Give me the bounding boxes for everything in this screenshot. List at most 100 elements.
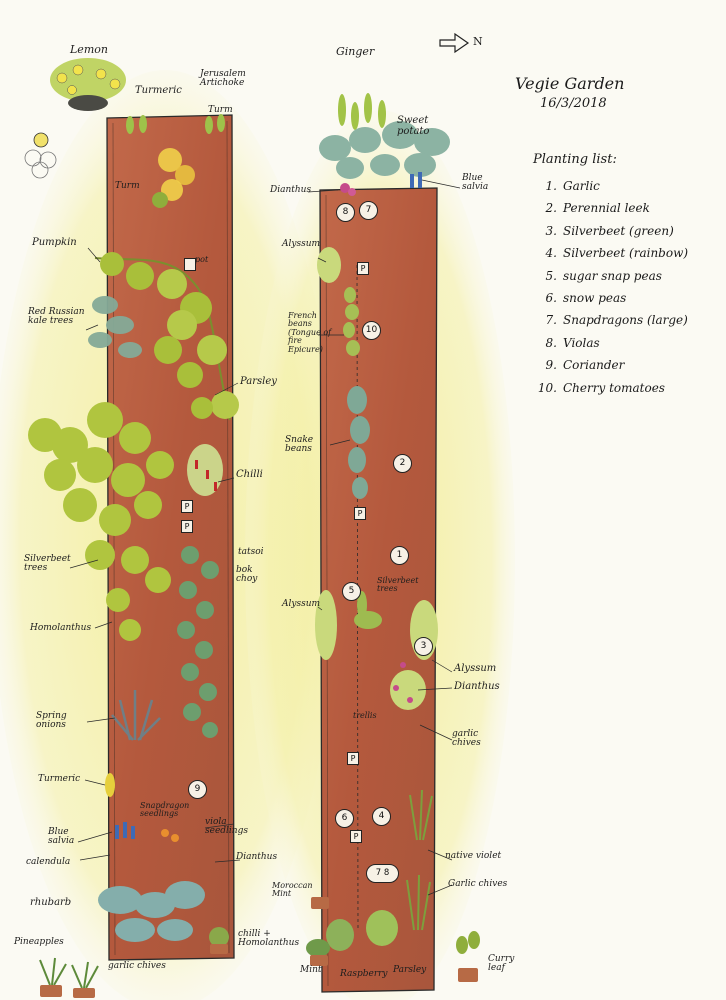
label-spring-onions: Spring onions	[36, 712, 78, 731]
marker-p: P	[354, 507, 366, 520]
label-sweet-potato: Sweet potato	[397, 116, 442, 137]
marker-pot	[184, 258, 196, 271]
label-raspberry: Raspberry	[340, 970, 388, 979]
marker-circle-6: 6	[335, 809, 354, 828]
label-blue-salvia-right: Blue salvia	[462, 174, 492, 193]
label-lemon: Lemon	[70, 44, 108, 56]
marker-circle-9: 9	[188, 780, 207, 799]
label-alyssum-mid: Alyssum	[282, 600, 320, 609]
list-item-number: 5.	[533, 265, 557, 287]
list-item-name: Cherry tomatoes	[563, 381, 665, 395]
list-item: 7. Snapdragons (large)	[533, 309, 688, 331]
marker-circle-7: 7	[359, 201, 378, 220]
compass-arrow-icon	[440, 34, 468, 52]
list-item-number: 4.	[533, 242, 557, 264]
label-garlic-chives-low: Garlic chives	[448, 880, 507, 889]
list-item-name: Garlic	[563, 179, 600, 193]
list-item-number: 7.	[533, 309, 557, 331]
planting-list-heading: Planting list:	[533, 152, 688, 167]
label-snake-beans: Snake beans	[285, 436, 327, 455]
marker-circle-10: 10	[362, 321, 381, 340]
marker-p: P	[357, 262, 369, 275]
label-trellis: trellis	[353, 712, 377, 720]
label-tatsoi: tatsoi	[238, 548, 264, 557]
label-chilli: Chilli	[236, 470, 263, 481]
list-item-number: 6.	[533, 287, 557, 309]
list-item-number: 2.	[533, 197, 557, 219]
label-native-violet: native violet	[445, 852, 501, 861]
list-item: 6. snow peas	[533, 287, 688, 309]
label-alyssum-top: Alyssum	[282, 240, 320, 249]
label-chilli-homolanthus: chilli + Homolanthus	[238, 930, 290, 949]
label-homolanthus: Homolanthus	[30, 624, 91, 633]
marker-circle-3: 3	[414, 637, 433, 656]
list-item-name: Silverbeet (rainbow)	[563, 246, 688, 260]
turmeric-bottom	[105, 773, 115, 797]
label-alyssum-right: Alyssum	[454, 664, 496, 675]
marker-circle-2: 2	[393, 454, 412, 473]
list-item-number: 9.	[533, 354, 557, 376]
label-pumpkin: Pumpkin	[32, 238, 77, 249]
list-item: 2. Perennial leek	[533, 197, 688, 219]
label-french-beans: French beans (Tongue of fire Epicure)	[288, 312, 336, 354]
label-turmeric-top: Turmeric	[135, 86, 182, 97]
plan-title: Vegie Garden	[515, 74, 624, 93]
label-bok-choy: bok choy	[236, 566, 270, 585]
label-viola-seedlings: viola seedlings	[205, 818, 271, 837]
label-garlic-chives-right: garlic chives	[452, 730, 492, 749]
label-blue-salvia-left: Blue salvia	[48, 828, 80, 847]
label-parsley-left: Parsley	[240, 377, 277, 388]
label-turm-top: Turm	[208, 106, 233, 115]
bird-illustration	[34, 133, 48, 147]
label-mint: Mint	[300, 966, 322, 975]
label-parsley-right: Parsley	[393, 966, 426, 975]
marker-p: P	[181, 520, 193, 533]
label-pot: pot	[195, 256, 208, 264]
list-item: 4. Silverbeet (rainbow)	[533, 242, 688, 264]
label-ginger: Ginger	[336, 46, 374, 58]
list-item-name: Perennial leek	[563, 201, 650, 215]
label-jerusalem-artichoke: Jerusalem Artichoke	[200, 70, 260, 89]
chilli-homolanthus-pot	[209, 927, 229, 954]
list-item-number: 8.	[533, 332, 557, 354]
label-calendula: calendula	[26, 858, 70, 867]
marker-p: P	[350, 830, 362, 843]
label-snapdragon-seedlings: Snapdragon seedlings	[140, 802, 182, 819]
label-silverbeet-trees-right: Silverbeet trees	[377, 577, 417, 594]
plan-date: 16/3/2018	[540, 96, 607, 111]
planting-list: Planting list: 1. Garlic 2. Perennial leek…	[533, 152, 688, 399]
label-rhubarb: rhubarb	[30, 898, 71, 909]
label-dianthus-top: Dianthus	[270, 186, 311, 195]
label-garlic-chives-left: garlic chives	[108, 962, 166, 971]
alyssum-top	[317, 247, 341, 283]
marker-circle-5: 5	[342, 582, 361, 601]
flower-doodle	[25, 150, 56, 178]
marker-p: P	[347, 752, 359, 765]
label-silverbeet-trees-left: Silverbeet trees	[24, 555, 74, 574]
curry-leaf-plant	[456, 931, 480, 954]
list-item: 5.sugar snap peas	[533, 265, 688, 287]
label-moroccan-mint: Moroccan Mint	[272, 882, 312, 899]
label-dianthus-right: Dianthus	[454, 682, 500, 693]
list-item-name: Coriander	[563, 358, 624, 372]
label-turmeric-bottom: Turmeric	[38, 775, 80, 784]
north-label: N	[473, 36, 483, 48]
label-pineapples: Pineapples	[14, 938, 64, 947]
list-item-name: Snapdragons (large)	[563, 313, 688, 327]
list-item: 3.Silverbeet (green)	[533, 220, 688, 242]
list-item: 8. Violas	[533, 332, 688, 354]
list-item-number: 1.	[533, 175, 557, 197]
label-turm-mid: Turm	[115, 182, 140, 191]
list-item-number: 10.	[533, 377, 557, 399]
list-item-name: snow peas	[563, 291, 626, 305]
marker-circle-1: 1	[390, 546, 409, 565]
label-dianthus-left: Dianthus	[236, 853, 277, 862]
marker-circle-4: 4	[372, 807, 391, 826]
marker-circle-7-8: 7 8	[366, 864, 399, 883]
planting-list-items: 1. Garlic 2. Perennial leek 3.Silverbeet (…	[533, 175, 688, 399]
list-item-name: Silverbeet (green)	[563, 224, 674, 238]
chilli-plant	[187, 444, 223, 496]
list-item-name: Violas	[563, 336, 600, 350]
